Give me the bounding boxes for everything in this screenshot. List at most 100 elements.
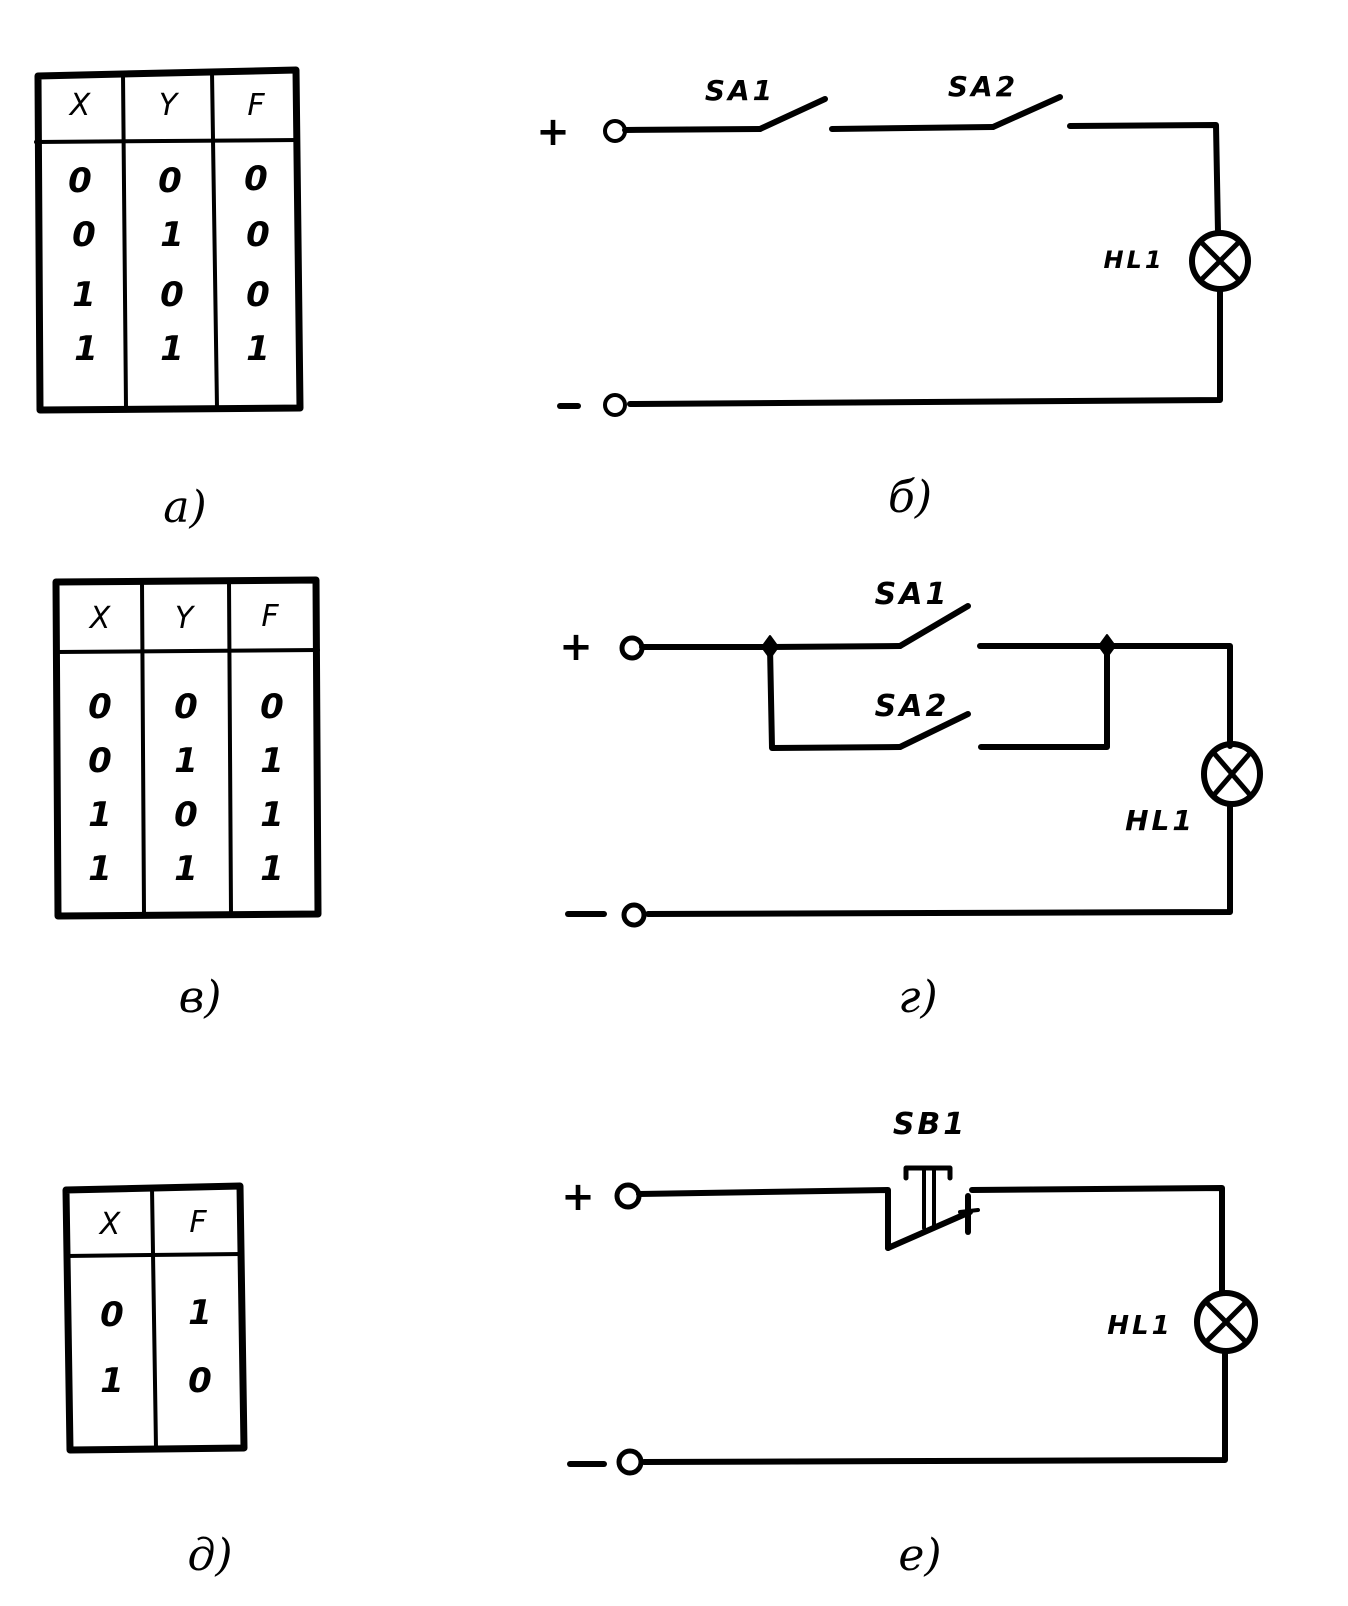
cell: 1	[188, 1293, 212, 1333]
switch-sa2-label: SA2	[875, 689, 950, 724]
switch-sa1-contact	[757, 96, 828, 132]
wire	[767, 644, 903, 751]
wire	[1067, 122, 1221, 235]
cell: 1	[88, 849, 112, 889]
truth-table-or: X Y F 0 0 0 0 1 1 1 0 1 1 1 1 в)	[52, 576, 322, 1023]
table-row: 0 1 1	[88, 741, 284, 781]
cell: 0	[174, 795, 198, 835]
table-row: 0 1	[100, 1293, 212, 1335]
lamp-hl1-icon	[1194, 1290, 1258, 1354]
lamp-hl1-icon	[1189, 230, 1251, 292]
lamp-hl1-label: HL1	[1107, 1311, 1172, 1341]
caption-g: г)	[898, 972, 937, 1023]
cell: 1	[72, 275, 96, 315]
switch-sa2-contact	[990, 94, 1063, 130]
cell: 0	[68, 161, 92, 201]
minus-terminal	[621, 902, 647, 928]
push-button-sb1-label: SB1	[893, 1107, 967, 1142]
cell: 1	[260, 741, 284, 781]
header-f: F	[247, 88, 265, 123]
table-row: 1 0 0	[72, 275, 270, 315]
column-divider	[227, 580, 233, 916]
caption-d: д)	[187, 1530, 232, 1581]
wire	[829, 124, 996, 132]
cell: 0	[174, 687, 198, 727]
switch-sa1-label: SA1	[705, 74, 775, 107]
cell: 1	[74, 329, 98, 369]
column-divider	[121, 72, 128, 410]
header-x: X	[88, 601, 112, 636]
cell: 0	[88, 741, 112, 781]
switch-sa1-contact	[897, 603, 971, 649]
plus-terminal	[619, 635, 645, 661]
header-y: Y	[159, 88, 180, 123]
header-f: F	[261, 599, 279, 634]
cell: 1	[160, 329, 184, 369]
cell: 1	[88, 795, 112, 835]
cell: 0	[246, 275, 270, 315]
cell: 1	[246, 329, 270, 369]
header-divider	[34, 138, 300, 144]
truth-table-and: X Y F 0 0 0 0 1 0 1 0 0 1 1 1 а)	[34, 66, 304, 533]
cell: 0	[188, 1361, 212, 1401]
cell: 0	[244, 159, 268, 199]
lamp-hl1-icon	[1201, 741, 1263, 807]
header-f: F	[189, 1205, 207, 1240]
wire	[636, 1187, 891, 1251]
plus-terminal	[614, 1182, 642, 1210]
circuit-nc-button: + SB1 HL1 е)	[561, 1107, 1258, 1581]
switch-sa2-label: SA2	[948, 70, 1018, 103]
lamp-hl1-label: HL1	[1125, 804, 1195, 837]
header-divider	[54, 648, 320, 654]
cell: 1	[260, 795, 284, 835]
minus-terminal	[616, 1448, 644, 1476]
column-divider	[140, 580, 146, 916]
wire	[969, 1185, 1225, 1295]
circuit-series: + SA1 SA2 HL1 б)	[536, 70, 1251, 523]
wire	[645, 801, 1233, 917]
switch-sa2-contact	[897, 711, 971, 750]
push-button-sb1-icon	[885, 1165, 980, 1251]
truth-table-not: X F 0 1 1 0 д)	[62, 1182, 248, 1581]
column-divider	[150, 1186, 158, 1450]
cell: 0	[72, 215, 96, 255]
header-x: X	[98, 1207, 122, 1242]
table-row: 1 0 1	[88, 795, 284, 835]
header-y: Y	[175, 601, 196, 636]
plus-terminal	[603, 119, 627, 143]
caption-b: б)	[888, 472, 932, 523]
wire	[622, 126, 763, 133]
table-border	[62, 1182, 248, 1454]
cell: 0	[88, 687, 112, 727]
wire	[767, 643, 903, 650]
cell: 1	[174, 741, 198, 781]
table-row: 1 1 1	[88, 849, 284, 889]
circuit-parallel: + SA1 SA2 HL1 г)	[559, 577, 1263, 1023]
table-row: 0 1 0	[72, 215, 270, 255]
table-row: 0 0 0	[68, 159, 268, 201]
table-row: 1 0	[100, 1361, 212, 1401]
wire	[641, 1349, 1228, 1465]
lamp-hl1-label: HL1	[1103, 246, 1164, 274]
cell: 0	[158, 161, 182, 201]
switch-sa1-label: SA1	[875, 577, 950, 612]
plus-terminal-label: +	[559, 624, 593, 670]
cell: 0	[100, 1295, 124, 1335]
plus-terminal-label: +	[561, 1174, 595, 1220]
table-row: 1 1 1	[74, 329, 270, 369]
wire	[978, 643, 1110, 750]
cell: 0	[260, 687, 284, 727]
wire	[1104, 643, 1233, 749]
header-x: X	[68, 88, 92, 123]
cell: 1	[260, 849, 284, 889]
caption-e: е)	[898, 1530, 941, 1581]
plus-terminal-label: +	[536, 109, 570, 155]
cell: 1	[174, 849, 198, 889]
cell: 1	[100, 1361, 124, 1401]
wire	[627, 287, 1223, 407]
column-divider	[210, 70, 219, 410]
caption-v: в)	[179, 972, 222, 1023]
caption-a: а)	[163, 482, 206, 533]
table-row: 0 0 0	[88, 687, 284, 727]
